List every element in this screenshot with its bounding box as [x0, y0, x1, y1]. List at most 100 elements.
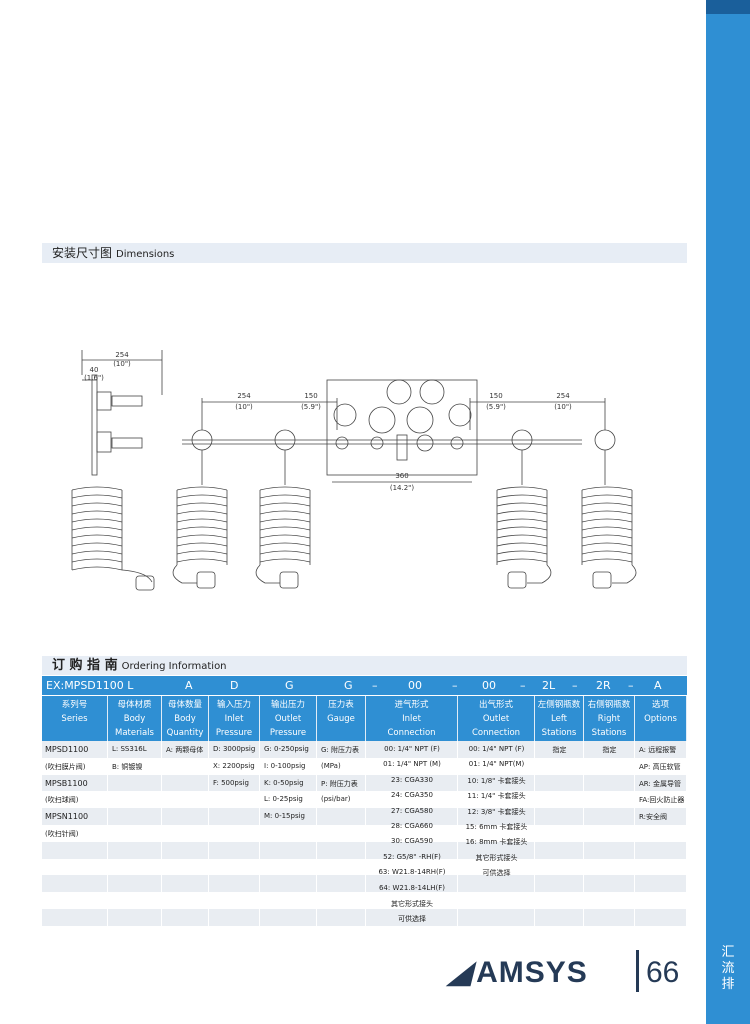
header-outlet-connection-cn: 出气形式 [478, 700, 513, 710]
label-left-150: 150 [304, 392, 317, 400]
example-dash: – [372, 679, 378, 692]
cell-inlet-connection: 64: W21.8-14LH(F) [378, 883, 446, 892]
header-body-quantity-cn: 母体数量 [167, 700, 202, 710]
cell-outlet-pressure: L: 0-25psig [264, 795, 303, 804]
example-quantity: A [185, 679, 193, 692]
cell-inlet-connection: 可供选择 [398, 915, 426, 924]
example-outlet-connection: 00 [482, 679, 496, 692]
header-series-en1: Series [61, 714, 88, 724]
header-right-stations-en1: Right [597, 714, 621, 724]
cell-series: MPSD1100 [45, 745, 89, 754]
cell-inlet-pressure: F: 500psig [213, 778, 249, 787]
page-number: 66 [646, 956, 680, 989]
ordering-title-cn: 订 购 指 南 [52, 658, 118, 673]
ordering-title-en: Ordering Information [121, 661, 227, 672]
label-right-254: 254 [556, 392, 570, 400]
example-dash: – [452, 679, 458, 692]
side-char-1: 汇 [721, 945, 735, 960]
left-station-2 [255, 429, 311, 589]
cell-inlet-connection: 27: CGA580 [391, 806, 433, 815]
cell-outlet-connection: 11: 1/4" 卡套接头 [467, 792, 526, 801]
cell-options: AP: 高压软管 [639, 762, 681, 771]
footer-divider [636, 950, 639, 992]
cell-body-materials: L: SS316L [112, 745, 147, 753]
side-color-bar [706, 0, 750, 1024]
example-options: A [654, 679, 662, 692]
cell-outlet-connection: 00: 1/4" NPT (F) [468, 745, 525, 753]
cell-outlet-connection: 16: 8mm 卡套接头 [465, 838, 528, 847]
cell-options: A: 远程报警 [639, 746, 677, 754]
ordering-table-body: MPSD1100(吹扫膜片阀)MPSB1100(吹扫球阀)MPSN1100(吹扫… [42, 741, 687, 926]
brand-name: AMSYS [476, 956, 588, 989]
label-side-40: 40 [90, 366, 99, 374]
center-panel [326, 379, 478, 476]
side-view-coil [71, 486, 155, 591]
label-side-254: 254 [115, 351, 129, 359]
cell-gauge: (MPa) [321, 761, 341, 770]
header-inlet-pressure-en2: Pressure [215, 728, 253, 738]
dimensions-title-cn: 安装尺寸图 [52, 246, 113, 260]
label-right-150: 150 [489, 392, 502, 400]
dimensions-title-en: Dimensions [116, 249, 175, 260]
header-body-materials-en1: Body [123, 714, 146, 724]
header-outlet-pressure-en2: Pressure [269, 728, 307, 738]
side-view-valve-bottom [111, 437, 143, 449]
example-inlet-connection: 00 [408, 679, 422, 692]
cell-outlet-connection: 15: 6mm 卡套接头 [465, 823, 528, 831]
cell-inlet-connection: 63: W21.8-14RH(F) [378, 868, 446, 877]
cell-body-materials: B: 铜镀镍 [112, 762, 143, 771]
label-side-254-in: (10") [113, 360, 131, 368]
cell-inlet-connection: 28: CGA660 [391, 822, 433, 830]
label-center-360-in: (14.2") [390, 484, 415, 492]
cell-outlet-pressure: G: 0-250psig [264, 745, 309, 753]
label-left-254: 254 [237, 392, 251, 400]
right-station-1 [496, 429, 552, 589]
column-gauge: G: 附压力表(MPa)P: 附压力表(psi/bar) [317, 741, 366, 926]
side-view-valve-top [111, 395, 143, 407]
cell-outlet-connection: 01: 1/4" NPT(M) [468, 760, 525, 769]
label-side-40-in: (1.6") [84, 374, 104, 382]
cell-inlet-connection: 01: 1/4" NPT (M) [383, 760, 441, 769]
example-dash: – [628, 679, 634, 692]
header-left-stations-en1: Left [551, 714, 567, 724]
header-gauge: 压力表 Gauge [317, 696, 366, 741]
cell-body-quantity: A: 两颗母体 [166, 746, 204, 754]
header-inlet-pressure-en1: Inlet [224, 714, 244, 724]
side-view-regulator-top [96, 391, 112, 411]
side-category-label: 汇 流 排 [706, 945, 750, 993]
cell-options: FA:回火防止器 [639, 796, 685, 805]
cell-series: (吹扫膜片阀) [45, 762, 86, 771]
header-inlet-connection-en2: Connection [387, 728, 436, 738]
right-station-2 [581, 429, 637, 589]
label-left-150-in: (5.9") [301, 403, 321, 411]
header-gauge-en1: Gauge [327, 714, 355, 724]
label-center-360: 360 [395, 472, 408, 480]
header-left-stations-cn: 左侧钢瓶数 [537, 700, 581, 710]
brand-logo: ◢AMSYS [448, 956, 588, 989]
cell-outlet-connection: 其它形式接头 [475, 853, 518, 862]
header-inlet-connection-cn: 进气形式 [394, 700, 429, 710]
cell-series: MPSN1100 [45, 812, 89, 822]
cell-outlet-connection: 10: 1/8" 卡套接头 [467, 776, 526, 785]
cell-options: AR: 金属导管 [639, 779, 682, 788]
side-view-regulator-bottom [96, 431, 112, 453]
example-dash: – [520, 679, 526, 692]
cell-inlet-connection: 00: 1/4" NPT (F) [384, 745, 440, 753]
example-model: EX:MPSD1100 L [46, 679, 134, 692]
header-options-en1: Options [644, 714, 677, 724]
example-gauge: G [344, 679, 353, 692]
header-right-stations-en2: Stations [591, 728, 627, 738]
cell-inlet-pressure: X: 2200psig [213, 761, 255, 770]
header-gauge-cn: 压力表 [328, 700, 354, 710]
label-left-254-in: (10") [235, 403, 253, 411]
label-right-254-in: (10") [554, 403, 572, 411]
